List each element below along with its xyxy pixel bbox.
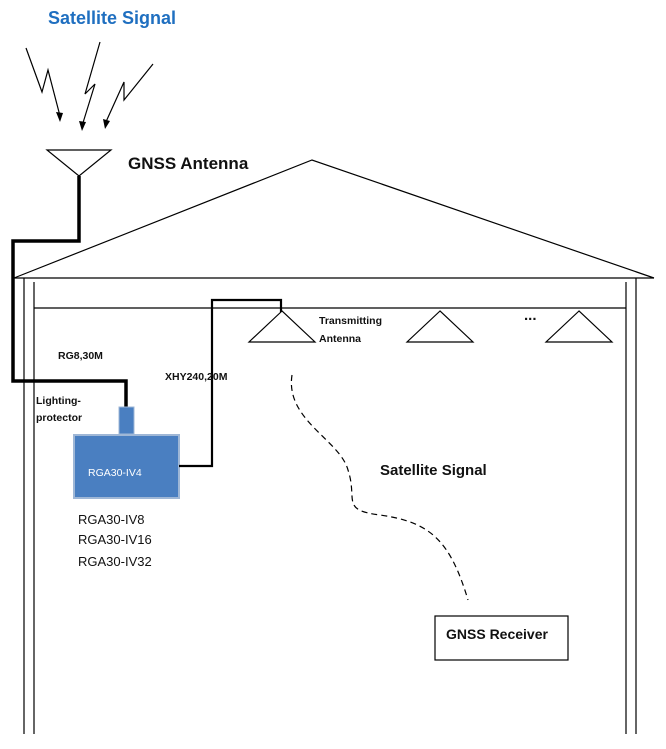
transmitting-antenna-icon-2 [405,310,475,343]
gnss-antenna-label: GNSS Antenna [128,154,249,173]
device-label: RGA30-IV4 [88,467,142,479]
model-label-iv16: RGA30-IV16 [78,532,152,547]
page-title: Satellite Signal [48,8,177,28]
indoor-signal-dashed-path [290,374,469,601]
transmitting-antenna-icon-3 [544,310,614,343]
model-label-iv8: RGA30-IV8 [78,512,145,527]
cable-xhy-label: XHY240,20M [165,371,228,383]
cable-rg-label: RG8,30M [58,350,103,362]
arrowhead-3 [103,119,110,129]
model-label-iv32: RGA30-IV32 [78,554,152,569]
arrowhead-1 [56,112,63,122]
satellite-signal-arrows [25,41,154,127]
cable-xhy240 [179,298,283,468]
arrowheads [56,112,110,131]
signal-arrow-3 [104,63,154,125]
signal-arrow-2 [81,41,101,127]
indoor-signal-label: Satellite Signal [380,462,487,479]
arrowhead-2 [79,121,86,131]
gnss-receiver-box [434,615,569,661]
lightning-protector [118,406,135,435]
more-antennas-ellipsis: ... [524,307,537,324]
protector-label-line2: protector [36,412,83,423]
protector-label-line1: Lighting- [36,395,81,407]
tx-antenna-label-line1: Transmitting [319,315,383,327]
tx-antenna-label-line2: Antenna [319,333,361,345]
house-outline [13,159,655,734]
roof [13,159,655,279]
gnss-receiver-label: GNSS Receiver [446,626,548,642]
gnss-antenna-icon [45,149,113,177]
signal-arrow-1 [25,47,61,117]
transmitting-antenna-icon-1 [247,310,317,343]
cable-rg8 [11,176,128,408]
